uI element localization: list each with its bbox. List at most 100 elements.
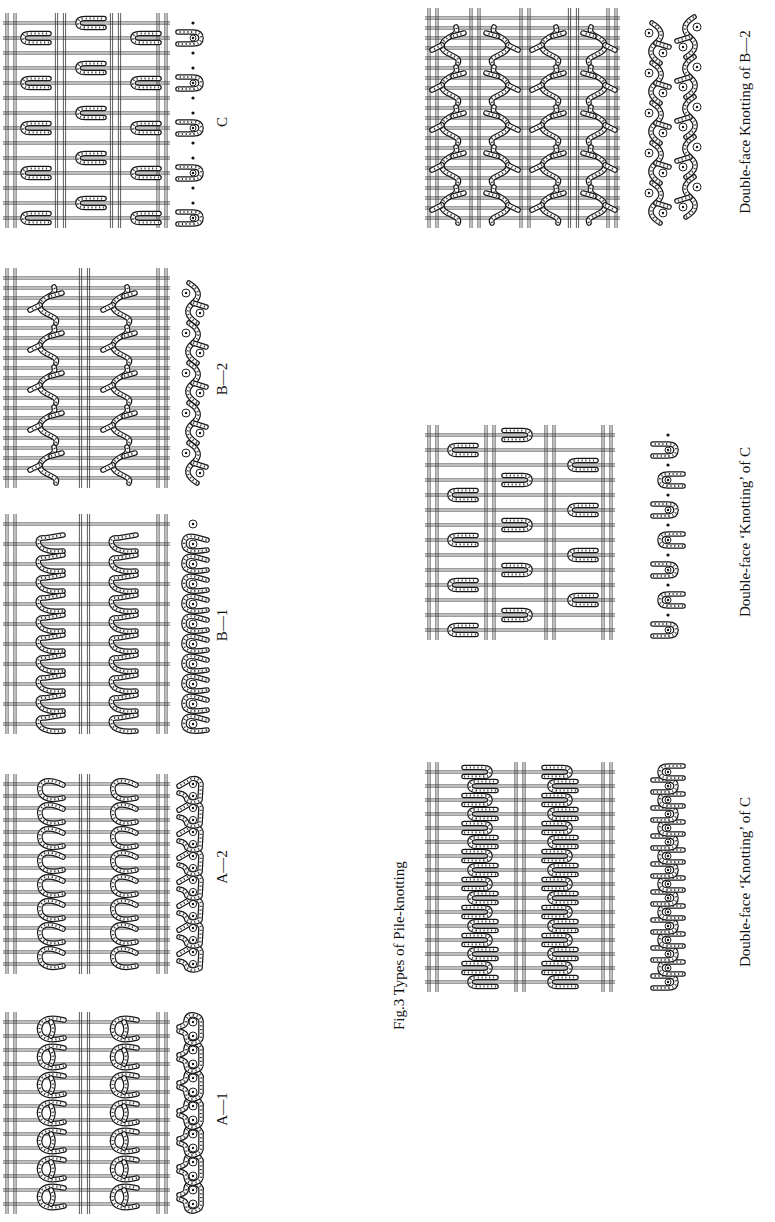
- weft-thread: [167, 1012, 168, 1214]
- yarn-outline: [550, 922, 576, 931]
- yarn-outline: [660, 534, 683, 546]
- yarn-body: [464, 880, 490, 889]
- warp-thread: [3, 386, 170, 387]
- pile-knot: [486, 107, 518, 143]
- warp-section: [189, 1074, 197, 1082]
- warp-dot: [662, 172, 664, 174]
- pile-knot: [550, 838, 576, 847]
- warp-thread: [425, 815, 615, 816]
- yarn-outline: [504, 476, 530, 485]
- warp-thread: [425, 854, 615, 855]
- pile-knot: [470, 810, 496, 819]
- yarn-body: [133, 124, 159, 133]
- weft-thread: [55, 13, 56, 228]
- warp-section: [189, 900, 196, 907]
- panel-label: A—1: [213, 1092, 231, 1125]
- yarn-twist: [103, 345, 113, 350]
- warp-thread: [3, 326, 170, 327]
- yarn-outline: [193, 423, 206, 427]
- pile-knot: [544, 880, 570, 889]
- warp-thread: [3, 602, 170, 603]
- section-knot: [182, 403, 206, 443]
- warp-dot: [191, 66, 194, 69]
- warp-section: [189, 924, 196, 931]
- yarn-twist: [78, 64, 104, 73]
- warp-dot: [192, 683, 194, 685]
- section-knot: [653, 948, 676, 960]
- yarn-outline: [40, 1074, 65, 1095]
- yarn-twist: [653, 504, 676, 516]
- warp-thread: [3, 316, 170, 317]
- yarn-outline: [432, 45, 442, 50]
- warp-thread: [3, 186, 170, 187]
- warp-thread: [3, 419, 170, 420]
- weft-thread: [79, 774, 80, 974]
- weft-thread: [487, 425, 488, 640]
- weft-thread: [87, 774, 88, 974]
- yarn-body: [179, 803, 201, 826]
- yarn-twist: [544, 768, 570, 777]
- yarn-twist: [179, 803, 201, 826]
- yarn-twist: [113, 805, 136, 824]
- warp-section: [659, 89, 667, 97]
- yarn-outline: [111, 575, 136, 591]
- yarn-outline: [184, 636, 207, 651]
- yarn-twist: [544, 964, 570, 973]
- yarn-outline: [553, 113, 564, 116]
- weft-thread: [612, 425, 613, 640]
- warp-thread: [3, 1149, 170, 1150]
- warp-section: [196, 389, 204, 397]
- yarn-twist: [532, 125, 542, 130]
- warp-thread: [3, 279, 170, 280]
- yarn-body: [464, 768, 490, 777]
- yarn-twist: [583, 73, 594, 76]
- warp-section: [189, 828, 196, 835]
- yarn-twist: [486, 33, 497, 36]
- warp-thread: [3, 356, 170, 357]
- yarn-twist: [133, 34, 159, 43]
- weft-thread: [480, 8, 481, 228]
- warp-thread: [3, 866, 170, 867]
- yarn-outline: [124, 413, 135, 416]
- pile-knot: [133, 34, 159, 43]
- yarn-body: [570, 551, 596, 560]
- yarn-outline: [677, 157, 690, 161]
- yarn-body: [51, 1190, 53, 1204]
- yarn-twist: [193, 423, 206, 427]
- yarn-twist: [193, 303, 206, 307]
- section-knot: [660, 766, 683, 778]
- section-knot: [184, 536, 207, 551]
- yarn-twist: [544, 796, 570, 805]
- pile-knot: [38, 675, 63, 691]
- yarn-twist: [660, 594, 683, 606]
- section-knot: [653, 624, 676, 636]
- yarn-outline: [656, 203, 669, 207]
- warp-thread: [3, 845, 170, 846]
- yarn-body: [656, 123, 669, 127]
- yarn-outline: [532, 125, 542, 130]
- yarn-outline: [193, 383, 206, 387]
- knot-panel: [425, 8, 701, 228]
- warp-thread: [3, 276, 170, 277]
- yarn-twist: [508, 85, 518, 90]
- yarn-body: [470, 922, 496, 931]
- pile-knot: [23, 169, 49, 178]
- weft-thread: [517, 762, 518, 992]
- warp-thread: [3, 1048, 170, 1049]
- weft-thread: [495, 425, 496, 640]
- yarn-outline: [124, 1106, 126, 1120]
- pile-knot: [23, 124, 49, 133]
- weft-thread: [87, 268, 88, 488]
- yarn-outline: [660, 878, 683, 890]
- yarn-body: [677, 77, 690, 81]
- warp-dot: [185, 372, 187, 374]
- yarn-outline: [193, 343, 206, 347]
- warp-thread: [3, 426, 170, 427]
- yarn-twist: [653, 836, 676, 848]
- warp-thread: [425, 466, 615, 467]
- yarn-body: [124, 373, 135, 376]
- yarn-twist: [605, 45, 615, 50]
- yarn-outline: [40, 805, 63, 824]
- yarn-twist: [553, 73, 564, 76]
- yarn-outline: [583, 73, 594, 76]
